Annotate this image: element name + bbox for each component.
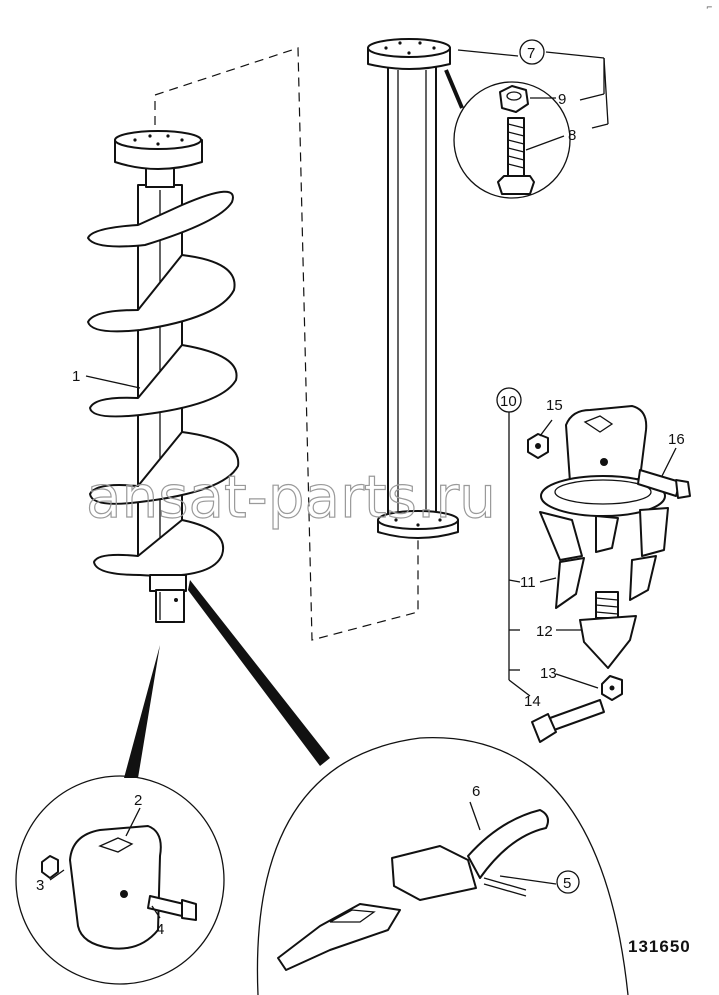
corner-mark: ⌐ — [706, 3, 713, 12]
rock-head-assembly — [508, 405, 691, 743]
callout-14: 14 — [524, 693, 541, 710]
tooth-holder-left — [539, 511, 583, 561]
callout-10: 10 — [500, 393, 517, 410]
extension-tube-body — [387, 61, 437, 525]
leader-lines — [49, 49, 677, 919]
tooth-holder-right — [639, 507, 669, 557]
drawing-reference-number: 131650 — [628, 937, 691, 956]
rock-tooth-right — [629, 555, 657, 601]
nut-3 — [41, 855, 59, 879]
lock-nut — [499, 85, 529, 113]
tooth-body-6 — [391, 845, 477, 901]
rock-tooth-left — [555, 557, 585, 609]
callout-11: 11 — [520, 574, 536, 591]
callout-6: 6 — [472, 783, 480, 800]
callout-3: 3 — [36, 877, 44, 894]
callout-labels: 1 2 3 4 5 6 7 8 9 10 11 12 13 14 15 16 — [36, 39, 685, 938]
callout-10-circle — [496, 387, 522, 413]
callout-1: 1 — [72, 368, 80, 385]
callout-5: 5 — [563, 875, 571, 892]
fastener-detail-circle — [453, 81, 571, 199]
tooth-holder-2 — [69, 825, 162, 950]
callout-15: 15 — [546, 397, 563, 414]
bolt-head — [497, 175, 535, 195]
fastener-detail-inset — [444, 69, 571, 199]
tooth-holder-middle — [595, 515, 619, 553]
tooth-blade-6 — [467, 809, 549, 879]
tooth-holder-inset-circle — [15, 775, 225, 985]
extension-tube — [367, 38, 459, 539]
callout-9: 9 — [558, 91, 566, 108]
callout-16: 16 — [668, 431, 685, 448]
bolt-16 — [637, 469, 681, 497]
callout-4: 4 — [156, 921, 164, 938]
watermark: ansat-parts.ru — [86, 463, 496, 531]
auger-spiral-flights — [87, 190, 240, 577]
dashed-assembly-line-left — [154, 47, 419, 641]
pilot-bit — [579, 615, 637, 669]
flight-tooth-inset-arc — [256, 737, 629, 995]
callout-7-circle — [519, 39, 545, 65]
pilot-tooth-holder — [155, 589, 185, 623]
auger-flight-assembly — [87, 130, 240, 623]
bolt-14 — [549, 699, 605, 731]
tooth-holder-inset — [15, 645, 225, 985]
auger-bottom-collar — [149, 574, 187, 592]
callout-5-circle — [556, 870, 580, 894]
callout-7: 7 — [527, 45, 535, 62]
head-socket — [565, 405, 648, 488]
callout-12: 12 — [536, 623, 553, 640]
flight-tooth-inset — [188, 580, 629, 995]
callout-8: 8 — [568, 127, 576, 144]
flight-tooth-5 — [277, 903, 401, 971]
callout-13: 13 — [540, 665, 557, 682]
callout-2: 2 — [134, 792, 142, 809]
